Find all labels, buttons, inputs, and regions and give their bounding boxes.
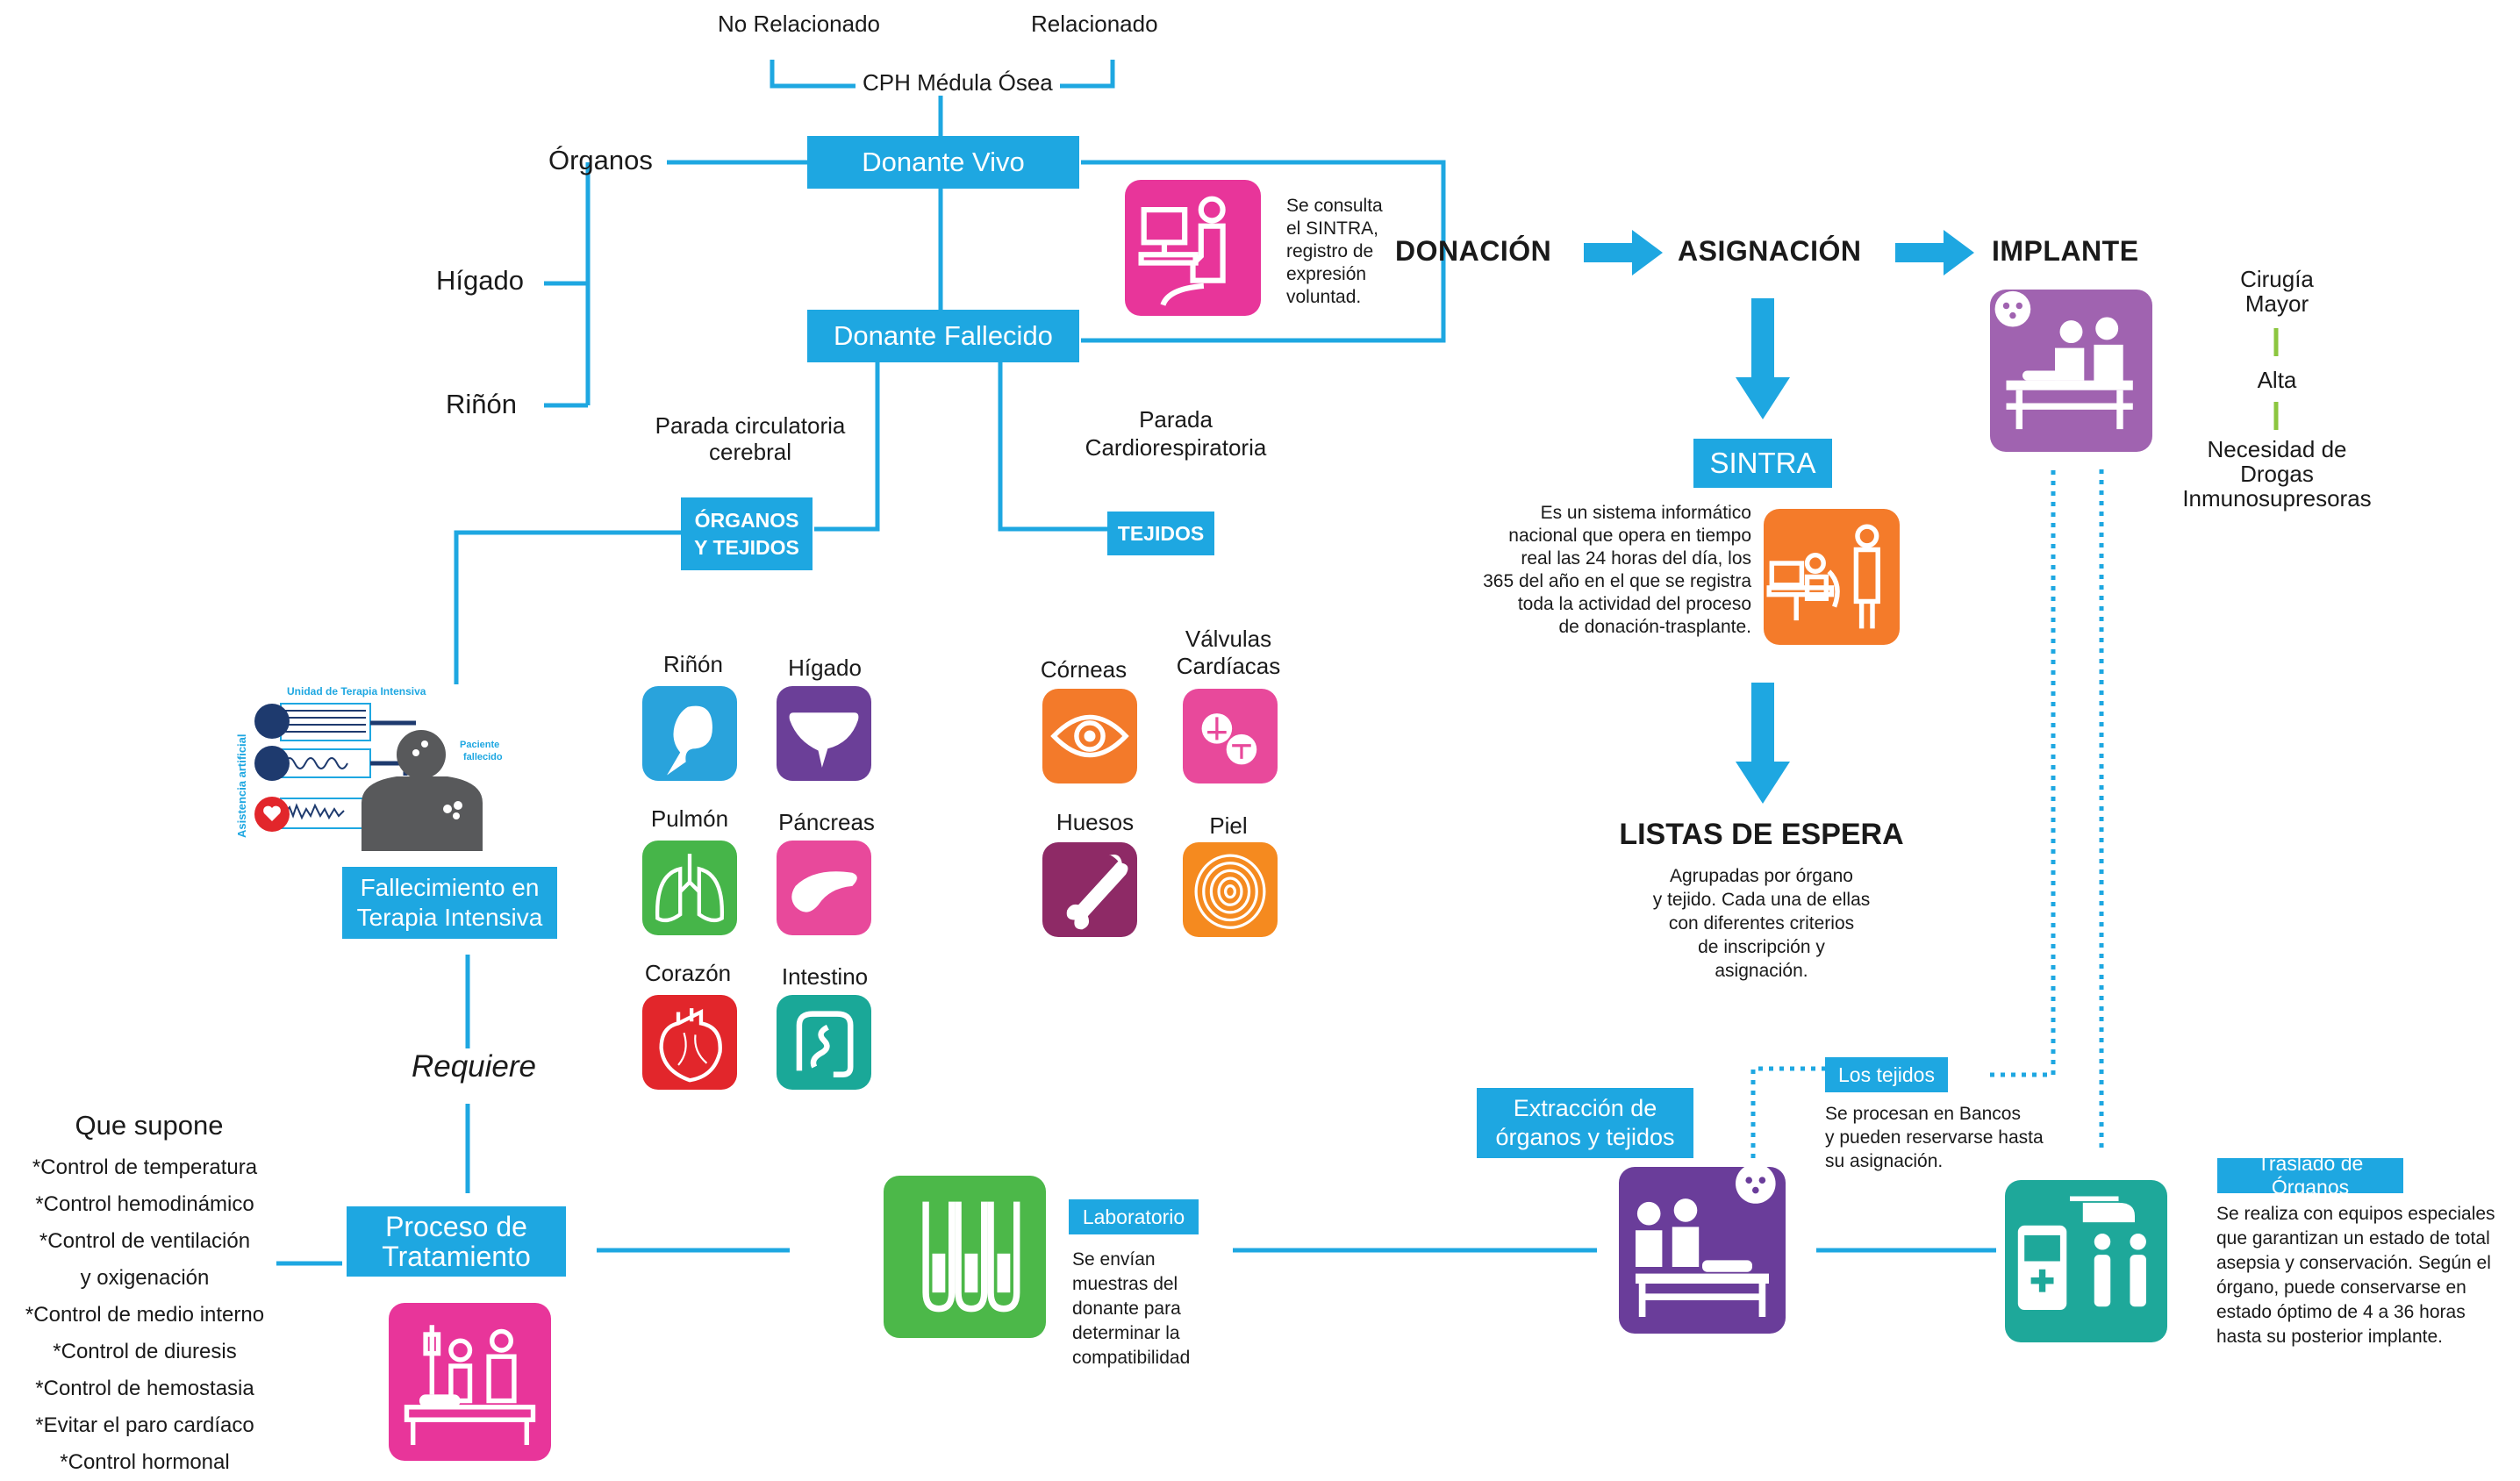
list-item: *Control de diuresis [53,1340,237,1363]
organ-label-pancreas: Páncreas [778,809,875,835]
lungs-icon [642,841,737,935]
surgery-icon [1990,290,2152,452]
organ-label-corazon: Corazón [644,960,732,986]
listas-espera-title: LISTAS DE ESPERA [1619,818,1904,851]
laboratorio-box: Laboratorio [1069,1199,1199,1234]
donacion-step: DONACIÓN [1395,235,1552,267]
pancreas-icon [777,841,871,935]
ambulance-transport-icon [2005,1180,2167,1342]
cph-medula-label: CPH Médula Ósea [856,69,1060,96]
list-item: *Control de temperatura [32,1155,258,1179]
paciente-label-2: fallecido [463,752,503,762]
tissue-label-piel: Piel [1209,812,1248,839]
extraction-surgery-icon [1619,1167,1786,1334]
donante-vivo-box: Donante Vivo [807,136,1079,189]
tissue-label-huesos: Huesos [1056,809,1135,835]
tejidos-box: TEJIDOS [1107,512,1214,555]
los-tejidos-box: Los tejidos [1825,1057,1948,1092]
que-supone-list: *Control de temperatura *Control hemodin… [0,1149,290,1481]
paciente-label-1: Paciente [460,740,499,750]
rinon-label: Riñón [446,389,517,419]
donante-fallecido-box: Donante Fallecido [807,310,1079,362]
computer-user-icon [1125,180,1261,316]
list-item: *Control de hemostasia [35,1377,254,1400]
no-relacionado-label: No Relacionado [718,11,881,37]
list-item: *Control de medio interno [25,1303,265,1327]
list-item: *Control hemodinámico [35,1192,254,1216]
operator-computer-icon [1764,509,1900,645]
traslado-box: Traslado de Órganos [2217,1152,2403,1198]
list-item: y oxigenación [80,1266,210,1290]
kidney-icon [642,686,737,781]
list-item: *Control de ventilación [39,1229,251,1253]
uti-label: Unidad de Terapia Intensiva [287,685,426,698]
que-supone-title: Que supone [75,1110,224,1141]
patient-treatment-icon [389,1303,551,1461]
organ-label-rinon: Riñón [663,651,723,677]
uti-illustration: Unidad de Terapia Intensiva Asistencia a… [230,684,528,851]
implante-step: IMPLANTE [1992,235,2139,267]
tissue-label-corneas: Córneas [1040,656,1128,683]
organ-label-pulmon: Pulmón [650,805,729,832]
liver-icon [777,686,871,781]
relacionado-label: Relacionado [1031,11,1158,37]
intestine-icon [777,995,871,1090]
list-item: *Control hormonal [60,1450,230,1474]
eye-icon [1042,689,1137,783]
higado-label: Hígado [436,265,524,296]
sintra-box: SINTRA [1693,439,1832,488]
organos-label: Órganos [548,145,653,175]
list-item: *Evitar el paro cardíaco [35,1413,254,1437]
test-tubes-icon [884,1176,1046,1338]
heart-icon [642,995,737,1090]
organ-label-higado: Hígado [788,655,862,681]
organ-label-intestino: Intestino [781,963,869,990]
valve-icon [1183,689,1278,783]
asistencia-artificial-label: Asistencia artificial [235,734,248,839]
alta-label: Alta [2257,367,2297,393]
requiere-label: Requiere [411,1049,537,1084]
asignacion-step: ASIGNACIÓN [1678,235,1862,267]
bone-icon [1042,842,1137,937]
skin-icon [1183,842,1278,937]
